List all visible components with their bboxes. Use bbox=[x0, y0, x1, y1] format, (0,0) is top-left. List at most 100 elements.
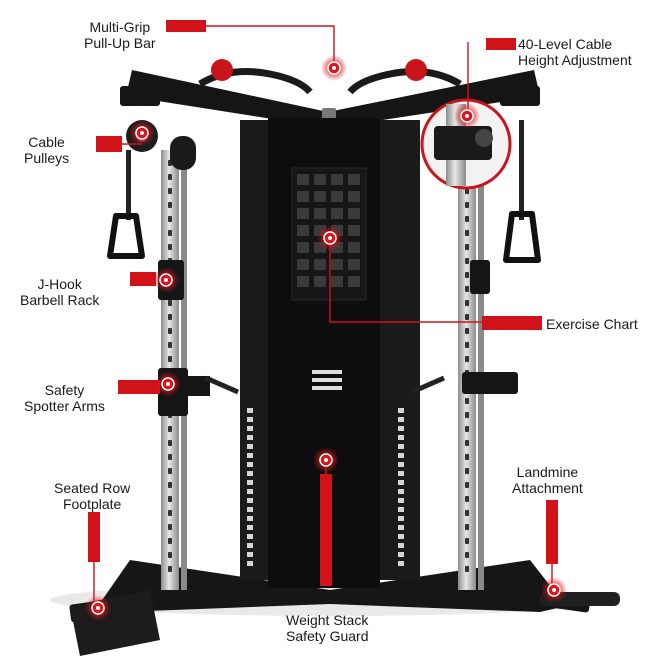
exercise-chart-cell bbox=[331, 174, 343, 185]
exercise-chart-cell bbox=[331, 276, 343, 287]
callout-dot bbox=[317, 225, 343, 251]
guard-hole bbox=[247, 435, 253, 440]
label-line: 40-Level Cable bbox=[518, 36, 613, 52]
exercise-chart-cell bbox=[331, 191, 343, 202]
upright-hole bbox=[168, 496, 172, 502]
label-line: Pull-Up Bar bbox=[84, 35, 156, 51]
guard-hole bbox=[247, 507, 253, 512]
label-seated-row: Seated Row Footplate bbox=[54, 480, 130, 512]
callout-dot bbox=[129, 120, 155, 146]
guard-hole bbox=[247, 543, 253, 548]
upright-hole bbox=[465, 356, 469, 362]
guard-hole bbox=[247, 525, 253, 530]
guard-hole bbox=[398, 480, 404, 485]
exercise-chart-cell bbox=[297, 174, 309, 185]
upright-hole bbox=[168, 244, 172, 250]
label-cable-pulleys: Cable Pulleys bbox=[24, 134, 69, 166]
guard-hole bbox=[398, 552, 404, 557]
label-line: Barbell Rack bbox=[20, 292, 100, 308]
exercise-chart-cell bbox=[314, 174, 326, 185]
upright-hole bbox=[168, 188, 172, 194]
upright-hole bbox=[465, 482, 469, 488]
upright-hole bbox=[465, 510, 469, 516]
guard-hole bbox=[398, 444, 404, 449]
upright-hole bbox=[168, 300, 172, 306]
label-line: Cable bbox=[28, 134, 65, 150]
label-line: Height Adjustment bbox=[518, 52, 632, 68]
upright-hole bbox=[168, 342, 172, 348]
guard-hole bbox=[247, 453, 253, 458]
callout-bars bbox=[88, 20, 558, 586]
label-spotter-arms: Safety Spotter Arms bbox=[24, 382, 105, 414]
upright-hole bbox=[465, 286, 469, 292]
callout-dots bbox=[85, 55, 567, 621]
label-line: J-Hook bbox=[37, 276, 82, 292]
upright-hole bbox=[168, 314, 172, 320]
exercise-chart-cell bbox=[297, 276, 309, 287]
exercise-chart-cell bbox=[348, 259, 360, 270]
label-j-hook: J-Hook Barbell Rack bbox=[20, 276, 99, 308]
guard-hole bbox=[398, 471, 404, 476]
label-line: Footplate bbox=[62, 496, 122, 512]
guard-hole bbox=[247, 426, 253, 431]
upright-hole bbox=[465, 202, 469, 208]
label-line: Spotter Arms bbox=[24, 398, 105, 414]
exercise-chart-cell bbox=[331, 208, 343, 219]
guard-hole bbox=[247, 489, 253, 494]
upright-hole bbox=[168, 552, 172, 558]
guard-hole bbox=[398, 534, 404, 539]
pullup-grip-right bbox=[405, 59, 427, 81]
exercise-chart-cell bbox=[297, 191, 309, 202]
upright-hole bbox=[465, 258, 469, 264]
label-line: Safety Guard bbox=[286, 628, 369, 644]
label-line: Exercise Chart bbox=[546, 316, 638, 332]
spotter-arms bbox=[158, 368, 518, 416]
upright-hole bbox=[465, 244, 469, 250]
exercise-chart-cell bbox=[314, 242, 326, 253]
exercise-chart-cell bbox=[297, 242, 309, 253]
upright-hole bbox=[465, 440, 469, 446]
callout-dot bbox=[321, 55, 347, 81]
exercise-chart-cell bbox=[314, 191, 326, 202]
callout-dot bbox=[153, 267, 179, 293]
label-pullup-bar: Multi-Grip Pull-Up Bar bbox=[84, 19, 156, 51]
callout-dot bbox=[541, 577, 567, 603]
top-frame bbox=[120, 59, 540, 128]
exercise-chart-cell bbox=[348, 208, 360, 219]
right-upright bbox=[458, 150, 484, 590]
guard-hole bbox=[398, 453, 404, 458]
upright-hole bbox=[465, 328, 469, 334]
exercise-chart-cell bbox=[348, 191, 360, 202]
upright-hole bbox=[465, 216, 469, 222]
guard-hole bbox=[398, 525, 404, 530]
upright-hole bbox=[465, 300, 469, 306]
guard-hole bbox=[398, 489, 404, 494]
label-landmine: Landmine Attachment bbox=[512, 464, 583, 496]
upright-hole bbox=[168, 202, 172, 208]
callout-dot bbox=[85, 595, 111, 621]
guard-hole bbox=[247, 561, 253, 566]
upright-hole bbox=[465, 496, 469, 502]
upright-hole bbox=[465, 314, 469, 320]
upright-hole bbox=[168, 328, 172, 334]
upright-hole bbox=[168, 538, 172, 544]
pullup-grip-left bbox=[211, 59, 233, 81]
upright-hole bbox=[168, 454, 172, 460]
exercise-chart-cell bbox=[348, 225, 360, 236]
upright-hole bbox=[465, 342, 469, 348]
exercise-chart-cell bbox=[297, 225, 309, 236]
label-weight-stack: Weight Stack Safety Guard bbox=[286, 612, 369, 644]
weight-stack-guard bbox=[240, 118, 420, 588]
guard-hole bbox=[398, 543, 404, 548]
upright-hole bbox=[465, 398, 469, 404]
label-line: Weight Stack bbox=[286, 612, 369, 628]
upright-hole bbox=[168, 468, 172, 474]
exercise-chart-cell bbox=[297, 259, 309, 270]
guard-hole bbox=[247, 552, 253, 557]
upright-hole bbox=[465, 426, 469, 432]
label-line: Seated Row bbox=[54, 480, 131, 496]
label-exercise-chart: Exercise Chart bbox=[546, 316, 638, 332]
upright-hole bbox=[465, 552, 469, 558]
